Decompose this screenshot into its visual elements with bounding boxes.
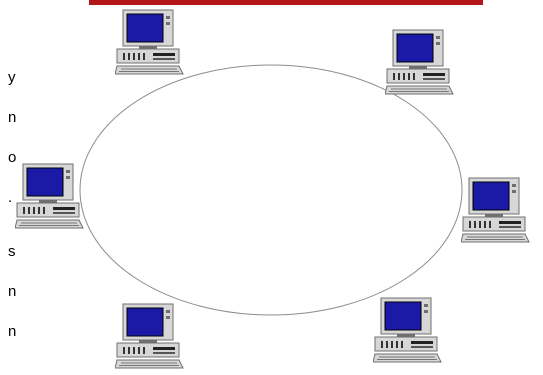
desktop-computer-icon	[460, 176, 531, 249]
desktop-computer-icon	[384, 28, 455, 101]
computer-node-top-left	[114, 8, 185, 76]
computer-node-right	[460, 176, 531, 244]
computer-node-left	[14, 162, 85, 230]
side-text-fragment-7: n	[8, 323, 17, 340]
side-text-fragment-4: .	[8, 189, 13, 206]
computer-node-bottom-right	[372, 296, 443, 364]
desktop-computer-icon	[372, 296, 443, 369]
side-text-fragment-2: n	[8, 109, 17, 126]
ring-link	[79, 64, 463, 316]
computer-node-top-right	[384, 28, 455, 96]
side-text-fragment-6: n	[8, 283, 17, 300]
desktop-computer-icon	[14, 162, 85, 235]
title-underline-rule	[89, 0, 483, 5]
desktop-computer-icon	[114, 302, 185, 375]
computer-node-bottom-left	[114, 302, 185, 370]
side-text-fragment-5: s	[8, 243, 16, 260]
side-text-fragment-3: o	[8, 149, 17, 166]
side-text-fragment-1: y	[8, 69, 16, 86]
desktop-computer-icon	[114, 8, 185, 81]
